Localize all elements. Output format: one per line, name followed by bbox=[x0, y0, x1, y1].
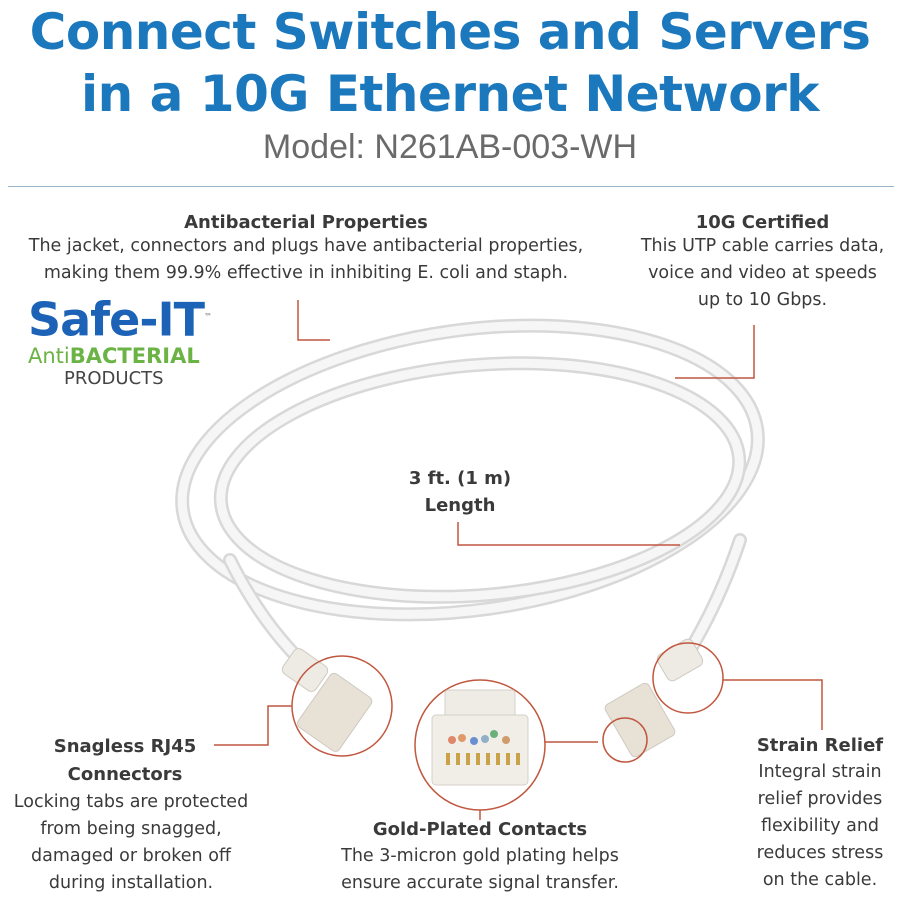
title-line-2: in a 10G Ethernet Network bbox=[81, 65, 819, 123]
certified-text-2: voice and video at speeds bbox=[648, 263, 877, 283]
callout-circle-gold-small bbox=[602, 717, 648, 763]
snagless-callout: Snagless RJ45 Connectors Locking tabs ar… bbox=[0, 733, 270, 897]
connector-left bbox=[281, 648, 373, 752]
divider bbox=[8, 186, 894, 187]
antibacterial-heading: Antibacterial Properties bbox=[184, 212, 428, 233]
logo-anti: Anti bbox=[28, 344, 70, 369]
gold-text-1: The 3-micron gold plating helps bbox=[341, 846, 619, 866]
logo-brand: Safe-IT bbox=[28, 292, 205, 347]
callout-line-strain bbox=[723, 679, 823, 730]
strain-heading: Strain Relief bbox=[756, 735, 884, 756]
strain-text-4: reduces stress bbox=[756, 843, 884, 863]
length-value: 3 ft. (1 m) bbox=[408, 468, 512, 489]
antibacterial-callout: Antibacterial Properties The jacket, con… bbox=[0, 212, 612, 287]
antibacterial-text-1: The jacket, connectors and plugs have an… bbox=[28, 236, 584, 256]
snagless-text-4: during installation. bbox=[48, 873, 214, 893]
gold-callout: Gold-Plated Contacts The 3-micron gold p… bbox=[300, 817, 660, 897]
strain-text-5: on the cable. bbox=[762, 870, 878, 890]
snagless-heading-1: Snagless RJ45 bbox=[53, 736, 197, 757]
gold-text-2: ensure accurate signal transfer. bbox=[341, 873, 619, 893]
callout-line-antibacterial bbox=[297, 300, 330, 341]
length-label: Length bbox=[424, 495, 496, 516]
rj45-closeup bbox=[431, 689, 529, 786]
logo-tm: ™ bbox=[203, 312, 212, 321]
strain-text-2: relief provides bbox=[757, 789, 883, 809]
safe-it-logo: Safe-IT™ AntiBACTERIAL PRODUCTS bbox=[28, 292, 212, 390]
model-number: Model: N261AB-003-WH bbox=[262, 128, 638, 166]
certified-callout: 10G Certified This UTP cable carries dat… bbox=[620, 212, 900, 314]
callout-line-snagless bbox=[214, 705, 292, 746]
callout-line-certified bbox=[675, 325, 755, 379]
logo-bacterial: BACTERIAL bbox=[69, 344, 200, 369]
strain-text-3: flexibility and bbox=[760, 816, 880, 836]
certified-text-1: This UTP cable carries data, bbox=[640, 236, 885, 256]
strain-callout: Strain Relief Integral strain relief pro… bbox=[735, 733, 900, 894]
callout-circle-strain bbox=[652, 642, 724, 714]
snagless-text-2: from being snagged, bbox=[40, 819, 222, 839]
strain-text-1: Integral strain bbox=[758, 762, 882, 782]
snagless-heading-2: Connectors bbox=[67, 764, 183, 785]
certified-heading: 10G Certified bbox=[695, 212, 830, 233]
certified-text-3: up to 10 Gbps. bbox=[697, 290, 828, 310]
snagless-text-3: damaged or broken off bbox=[31, 846, 231, 866]
callout-line-length bbox=[457, 522, 680, 546]
title-line-1: Connect Switches and Servers bbox=[29, 3, 871, 61]
logo-products: PRODUCTS bbox=[64, 368, 164, 390]
gold-heading: Gold-Plated Contacts bbox=[372, 819, 588, 840]
cable-loop-outer-inner bbox=[177, 321, 763, 619]
antibacterial-text-2: making them 99.9% effective in inhibitin… bbox=[43, 263, 569, 283]
cable-loop-inner-core bbox=[216, 358, 744, 602]
snagless-text-1: Locking tabs are protected bbox=[13, 792, 249, 812]
length-callout: 3 ft. (1 m) Length bbox=[360, 465, 560, 519]
connector-right bbox=[604, 638, 704, 758]
